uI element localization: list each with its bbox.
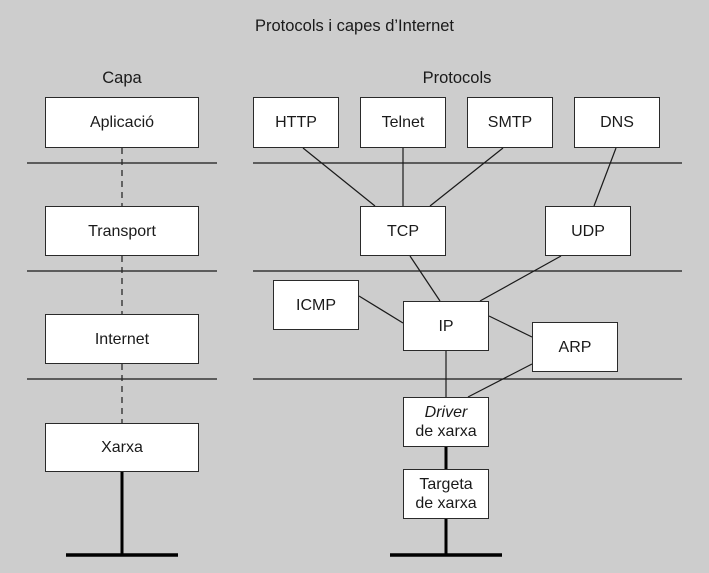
protocol-label: ARP: [558, 338, 592, 356]
protocol-label: UDP: [571, 222, 605, 240]
protocols-heading: Protocols: [422, 69, 492, 87]
protocol-box-tcp: TCP: [360, 206, 446, 256]
link-dns-udp: [593, 147, 617, 207]
protocol-box-smtp: SMTP: [467, 97, 553, 148]
layer-box-internet: Internet: [45, 314, 199, 364]
link-ip-arp: [488, 315, 533, 338]
protocol-label: ICMP: [296, 296, 336, 314]
protocol-box-udp: UDP: [545, 206, 631, 256]
protocol-box-network-driver: Driver de xarxa: [403, 397, 489, 447]
link-http-tcp: [302, 147, 376, 207]
driver-label-line1: Driver: [424, 404, 468, 421]
protocol-box-network-card: Targeta de xarxa: [403, 469, 489, 519]
protocol-label: Telnet: [381, 114, 425, 131]
link-udp-ip: [479, 255, 562, 302]
link-tcp-ip: [409, 255, 441, 302]
protocol-box-http: HTTP: [253, 97, 339, 148]
protocol-label: TCP: [387, 222, 419, 240]
link-arp-driver: [467, 363, 533, 398]
layer-box-xarxa: Xarxa: [45, 423, 199, 472]
protocol-label: IP: [438, 317, 454, 335]
protocol-label: SMTP: [487, 114, 533, 131]
diagram-title: Protocols i capes d’Internet: [254, 17, 455, 35]
protocol-box-arp: ARP: [532, 322, 618, 372]
layer-label: Internet: [94, 330, 150, 348]
card-label-line2: de xarxa: [415, 495, 477, 512]
protocol-box-ip: IP: [403, 301, 489, 351]
protocol-label: HTTP: [275, 114, 317, 131]
card-label-line1: Targeta: [419, 476, 473, 493]
link-icmp-ip: [358, 295, 404, 324]
layer-box-transport: Transport: [45, 206, 199, 256]
protocol-box-dns: DNS: [574, 97, 660, 148]
layer-label: Xarxa: [101, 439, 143, 456]
layers-heading: Capa: [102, 69, 142, 87]
driver-label-line2: de xarxa: [415, 423, 477, 440]
protocol-box-telnet: Telnet: [360, 97, 446, 148]
link-smtp-tcp: [429, 147, 504, 207]
layer-label: Aplicació: [89, 114, 155, 131]
layer-label: Transport: [88, 222, 156, 240]
protocol-label: DNS: [600, 114, 634, 131]
protocol-box-icmp: ICMP: [273, 280, 359, 330]
layer-box-aplicacio: Aplicació: [45, 97, 199, 148]
